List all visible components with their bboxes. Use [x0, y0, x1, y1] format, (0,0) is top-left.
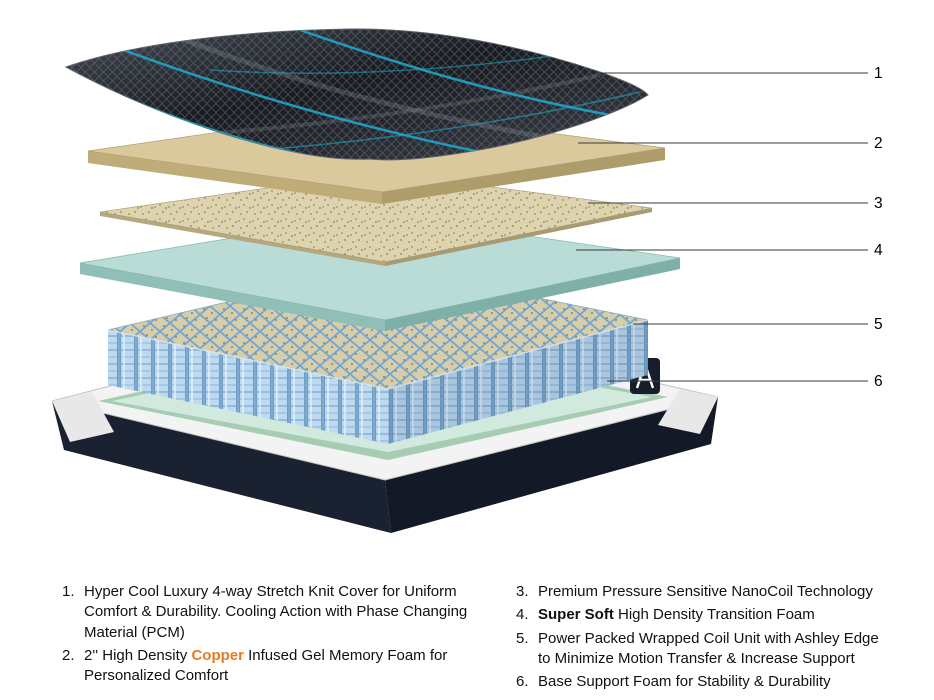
legend-item-text: Super Soft High Density Transition Foam — [538, 606, 815, 624]
legend-item: 3. Premium Pressure Sensitive NanoCoil Te… — [516, 582, 888, 602]
callout-numbers: 1 2 3 4 5 6 — [874, 65, 883, 390]
legend-item-text: 2'' High Density Copper Infused Gel Memo… — [84, 646, 448, 684]
legend-item-number: 5. — [516, 629, 529, 647]
base-front-left-side — [52, 401, 391, 533]
legend-item: 4. Super Soft High Density Transition Foa… — [516, 605, 888, 625]
layer-nanocoil-mesh — [99, 171, 653, 266]
mattress-exploded-diagram: 1 2 3 4 5 6 — [51, 28, 883, 533]
knit-cover-plaid — [66, 28, 641, 160]
legend-item-number: 3. — [516, 583, 529, 600]
legend-left-column: 1. Hyper Cool Luxury 4-way Stretch Knit C… — [62, 582, 500, 686]
legend-item-text: Power Packed Wrapped Coil Unit with Ashl… — [538, 629, 879, 667]
legend-item-number: 6. — [516, 673, 529, 690]
legend-item: 1. Hyper Cool Luxury 4-way Stretch Knit C… — [62, 582, 500, 643]
legend-item-text: Premium Pressure Sensitive NanoCoil Tech… — [538, 583, 873, 600]
callout-number-5: 5 — [874, 316, 883, 333]
callout-number-4: 4 — [874, 242, 883, 259]
legend-item-number: 4. — [516, 606, 529, 624]
legend-item-number: 1. — [62, 583, 75, 600]
base-right-corner-wrap — [658, 389, 718, 434]
callout-number-3: 3 — [874, 195, 883, 212]
coil-front-left-face — [108, 330, 388, 444]
legend-item: 6. Base Support Foam for Stability & Dura… — [516, 672, 888, 692]
legend-item: 2. 2'' High Density Copper Infused Gel Me… — [62, 646, 500, 687]
legend-right-column: 3. Premium Pressure Sensitive NanoCoil Te… — [516, 582, 888, 692]
callout-number-6: 6 — [874, 373, 883, 390]
callout-number-2: 2 — [874, 135, 883, 152]
callouts — [576, 72, 868, 382]
callout-number-1: 1 — [874, 65, 883, 82]
coil-front-right-face — [388, 320, 648, 444]
base-front-right-side — [385, 397, 718, 533]
layer-stretch-knit-cover — [64, 28, 649, 161]
base-left-corner-wrap — [52, 392, 114, 442]
legend-item-text: Hyper Cool Luxury 4-way Stretch Knit Cov… — [84, 583, 468, 641]
legend-item-text: Base Support Foam for Stability & Durabi… — [538, 673, 831, 690]
layer-transition-foam — [79, 213, 681, 331]
legend-item: 5. Power Packed Wrapped Coil Unit with As… — [516, 629, 888, 670]
legend-item-number: 2. — [62, 646, 75, 664]
